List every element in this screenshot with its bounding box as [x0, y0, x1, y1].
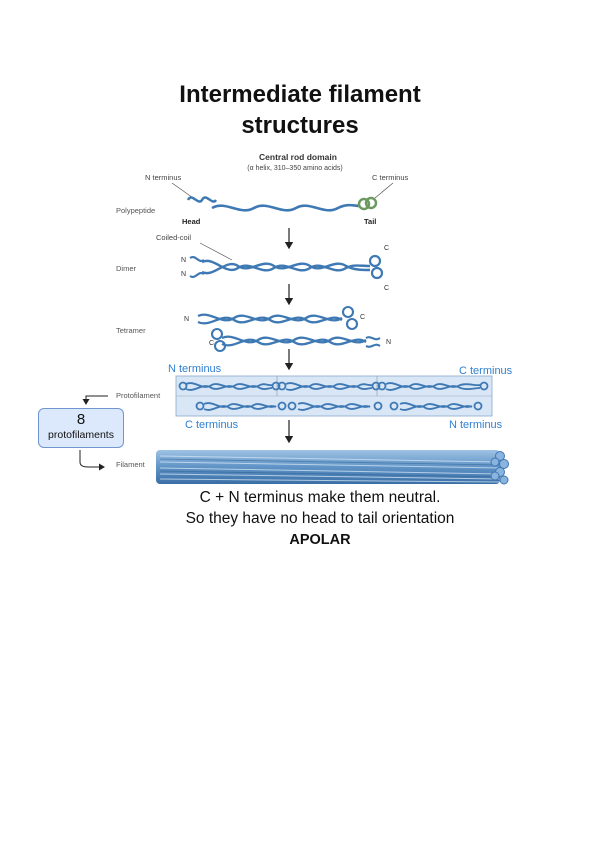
central-rod-label: Central rod domain	[259, 152, 337, 162]
protofilament-n-terminus-top: N terminus	[168, 363, 222, 375]
tetramer-c-upper: C	[360, 314, 365, 321]
protofilament-count: 8	[76, 411, 86, 428]
tetramer-coil	[197, 305, 381, 353]
polypeptide-strand	[186, 196, 378, 212]
coiled-coil-label: Coiled-coil	[156, 233, 191, 242]
note-apolar: APOLAR	[289, 532, 351, 548]
head-label: Head	[182, 217, 201, 226]
protofilament-c-terminus-bottom: C terminus	[185, 419, 239, 431]
dimer-n-upper: N	[181, 257, 186, 264]
callout-arrow-up	[82, 395, 108, 405]
title-line-2: structures	[241, 112, 359, 139]
central-rod-sublabel: (α helix, 310–350 amino acids)	[247, 165, 343, 172]
title-line-1: Intermediate filament	[179, 81, 421, 108]
filament-diagram: Central rod domain (α helix, 310–350 ami…	[79, 152, 513, 485]
stage-label-dimer: Dimer	[116, 264, 137, 273]
polypeptide-n-terminus-label: N terminus	[145, 173, 182, 182]
callout-arrow-down	[79, 450, 105, 471]
protofilament-c-terminus-top: C terminus	[459, 365, 513, 377]
stage-label-polypeptide: Polypeptide	[116, 206, 155, 215]
note-line-1: C + N terminus make them neutral.	[199, 489, 441, 506]
dimer-c-upper: C	[384, 245, 389, 252]
note-line-2: So they have no head to tail orientation	[185, 510, 455, 527]
stage-label-filament: Filament	[116, 460, 146, 469]
protofilament-count-label: protofilaments	[48, 429, 114, 441]
tetramer-n-upper: N	[184, 316, 189, 323]
dimer-c-lower: C	[384, 285, 389, 292]
tail-label: Tail	[364, 217, 376, 226]
dimer-n-lower: N	[181, 271, 186, 278]
tetramer-c-lower: C	[209, 340, 214, 347]
protofilament-count-callout: 8 protofilaments	[38, 408, 124, 448]
dimer-coil	[189, 254, 384, 280]
stage-label-tetramer: Tetramer	[116, 326, 146, 335]
polypeptide-c-terminus-label: C terminus	[372, 173, 409, 182]
filament-cable	[156, 450, 509, 485]
stage-label-protofilament: Protofilament	[116, 391, 161, 400]
protofilament-n-terminus-bottom: N terminus	[449, 419, 503, 431]
protofilament-coils	[178, 381, 489, 411]
tetramer-n-lower: N	[386, 339, 391, 346]
